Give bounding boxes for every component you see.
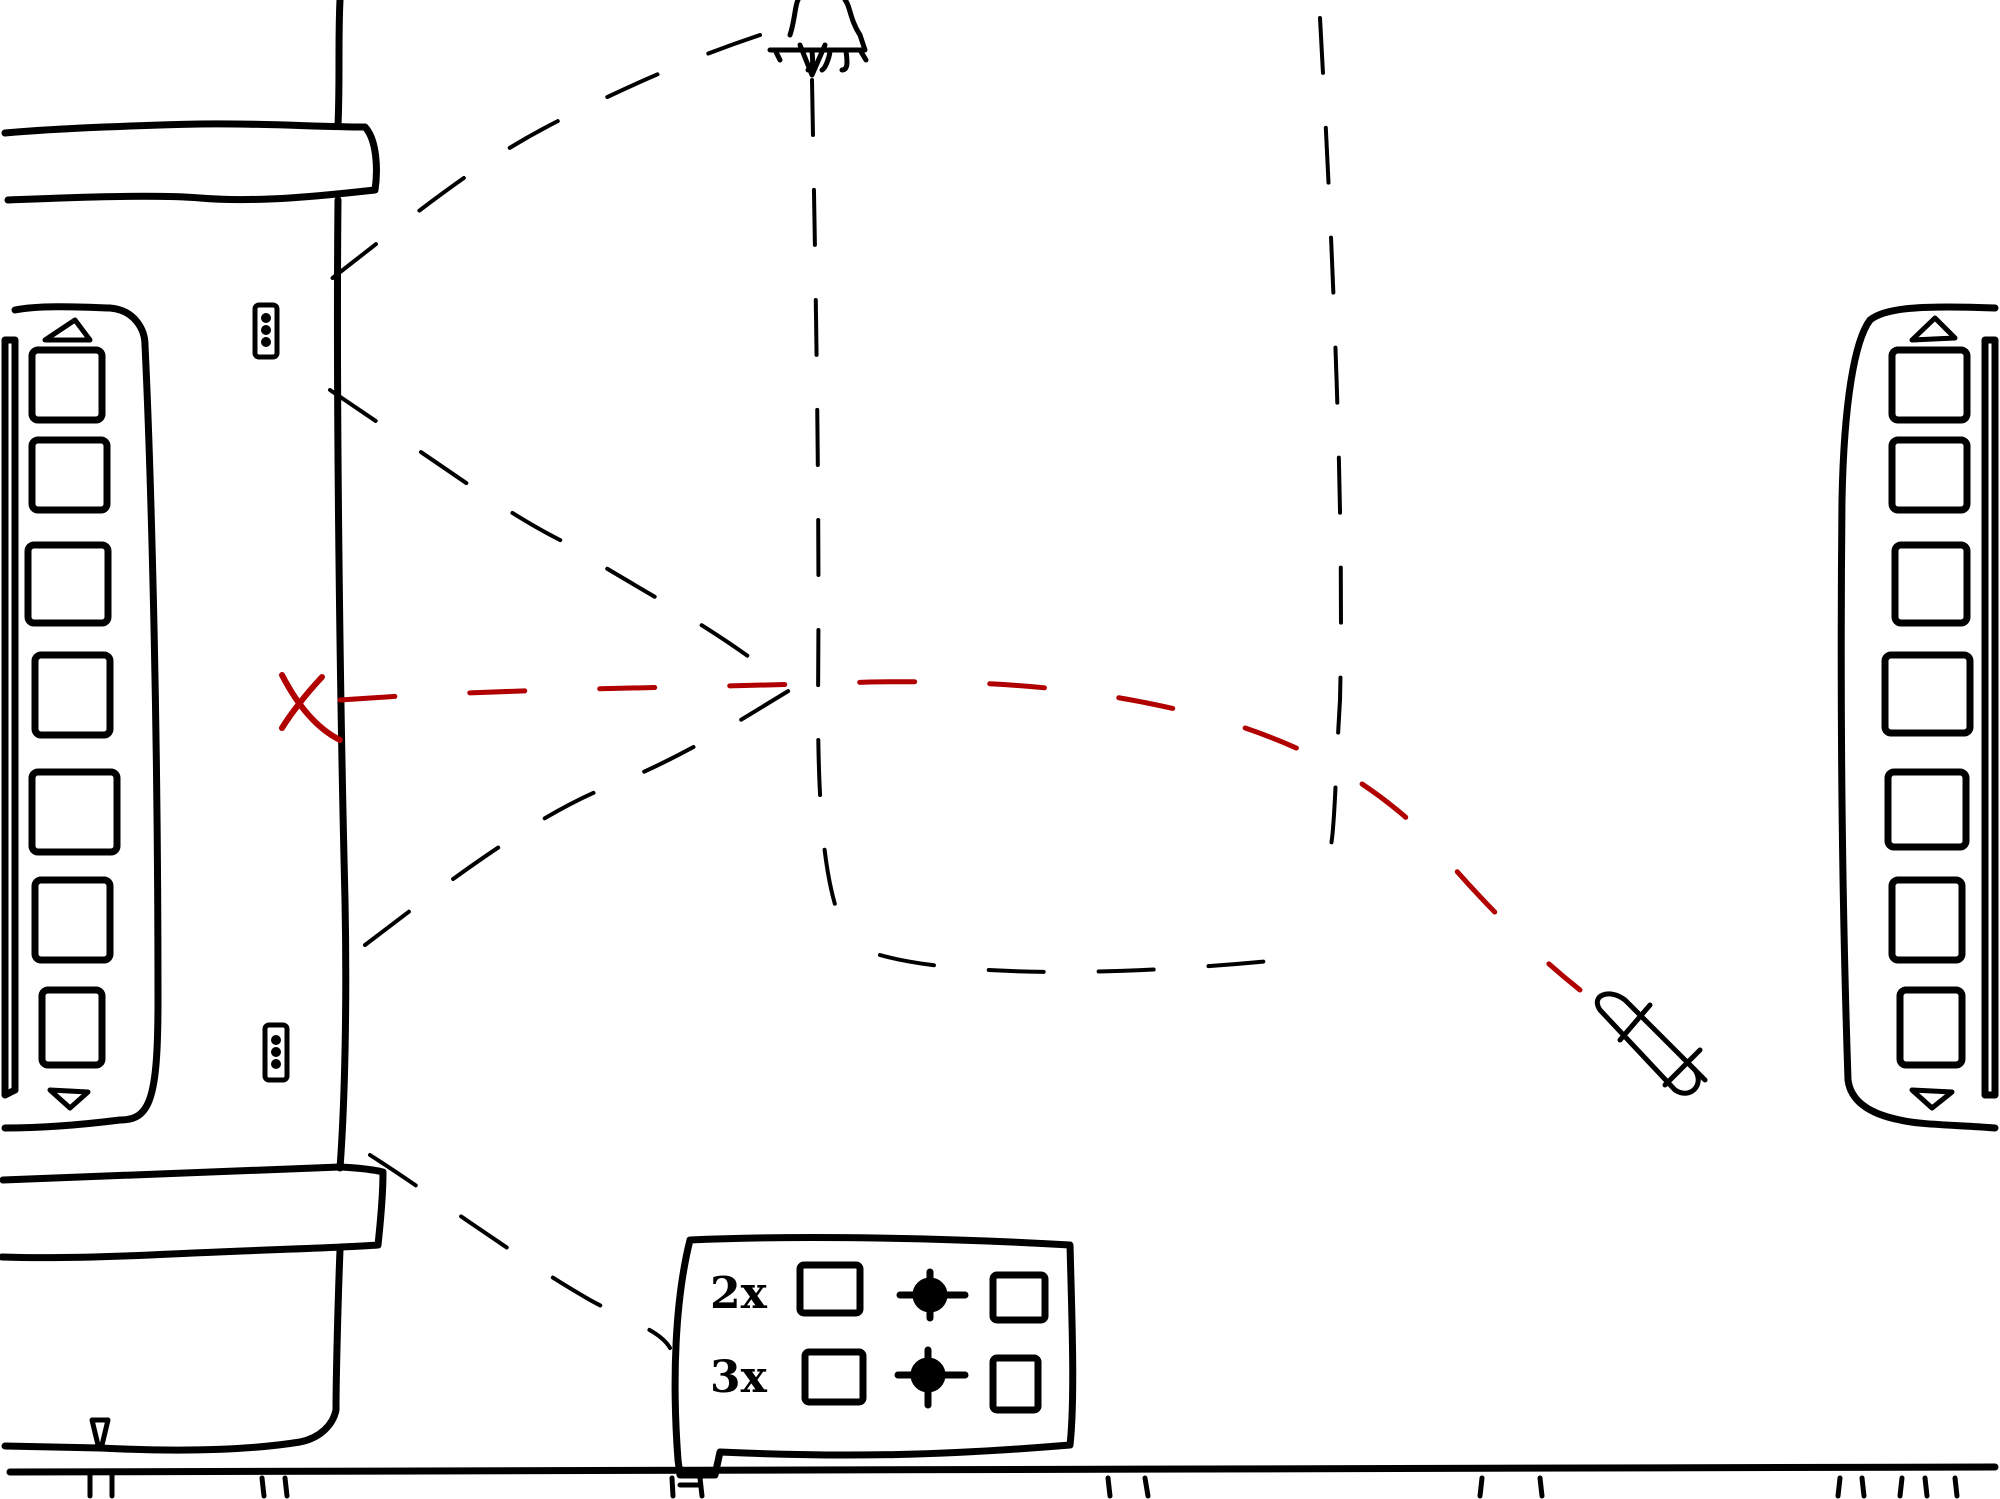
wall-switch-icon (252, 302, 280, 360)
target-x-mark-icon (279, 672, 343, 743)
wall-switch-icon (262, 1022, 290, 1083)
upper-ledge (1, 120, 380, 204)
legend-row-1-count: 2x (710, 1268, 768, 1319)
crosshair-icon (896, 1268, 969, 1322)
right-shelf-unit (1837, 303, 1999, 1132)
ceiling-fixture-icon (767, 0, 869, 78)
floor-feet (87, 1417, 1960, 1499)
legend-row-2-count: 3x (710, 1352, 768, 1403)
lower-ledge (0, 1163, 387, 1262)
floor-line (6, 1463, 1999, 1476)
crosshair-icon (894, 1346, 969, 1409)
lower-wall (1, 1246, 344, 1454)
aim-line (337, 679, 1583, 993)
sight-lines (328, 16, 1343, 1350)
spotlight-icon (1595, 991, 1708, 1096)
center-wall (333, 0, 350, 1172)
legend-box (671, 1234, 1077, 1479)
left-shelf-unit (1, 303, 162, 1132)
